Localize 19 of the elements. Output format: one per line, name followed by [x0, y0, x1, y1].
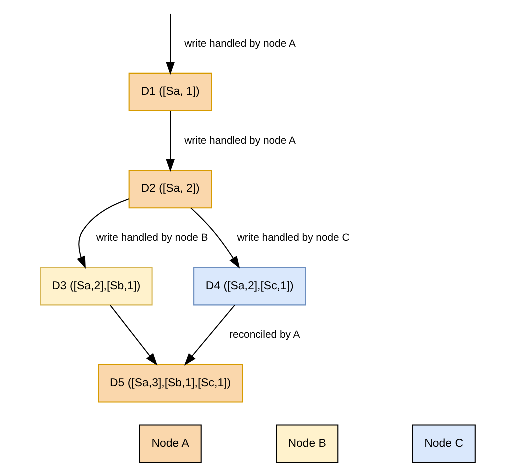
edge-label: write handled by node B	[96, 232, 208, 244]
arrow	[184, 304, 235, 366]
node-box: D4 ([Sa,2],[Sc,1])	[193, 266, 306, 306]
edge-label: reconciled by A	[229, 330, 300, 341]
arrow	[76, 198, 129, 269]
arrow	[190, 207, 240, 268]
node-box: D1 ([Sa, 1])	[128, 72, 212, 112]
arrow	[166, 13, 174, 74]
legend-label: Node C	[424, 437, 464, 450]
arrow	[166, 110, 174, 172]
node-box: D3 ([Sa,2],[Sb,1])	[40, 266, 152, 306]
arrow	[109, 304, 158, 366]
node-box: D2 ([Sa, 2])	[128, 170, 212, 208]
edge-label: write handled by node C	[236, 232, 350, 244]
node-box: D5 ([Sa,3],[Sb,1],[Sc,1])	[98, 364, 243, 402]
legend-label: Node B	[288, 437, 326, 450]
legend-label: Node A	[151, 437, 189, 450]
edge-label: write handled by node A	[184, 38, 296, 50]
edge-label: write handled by node A	[184, 135, 296, 146]
